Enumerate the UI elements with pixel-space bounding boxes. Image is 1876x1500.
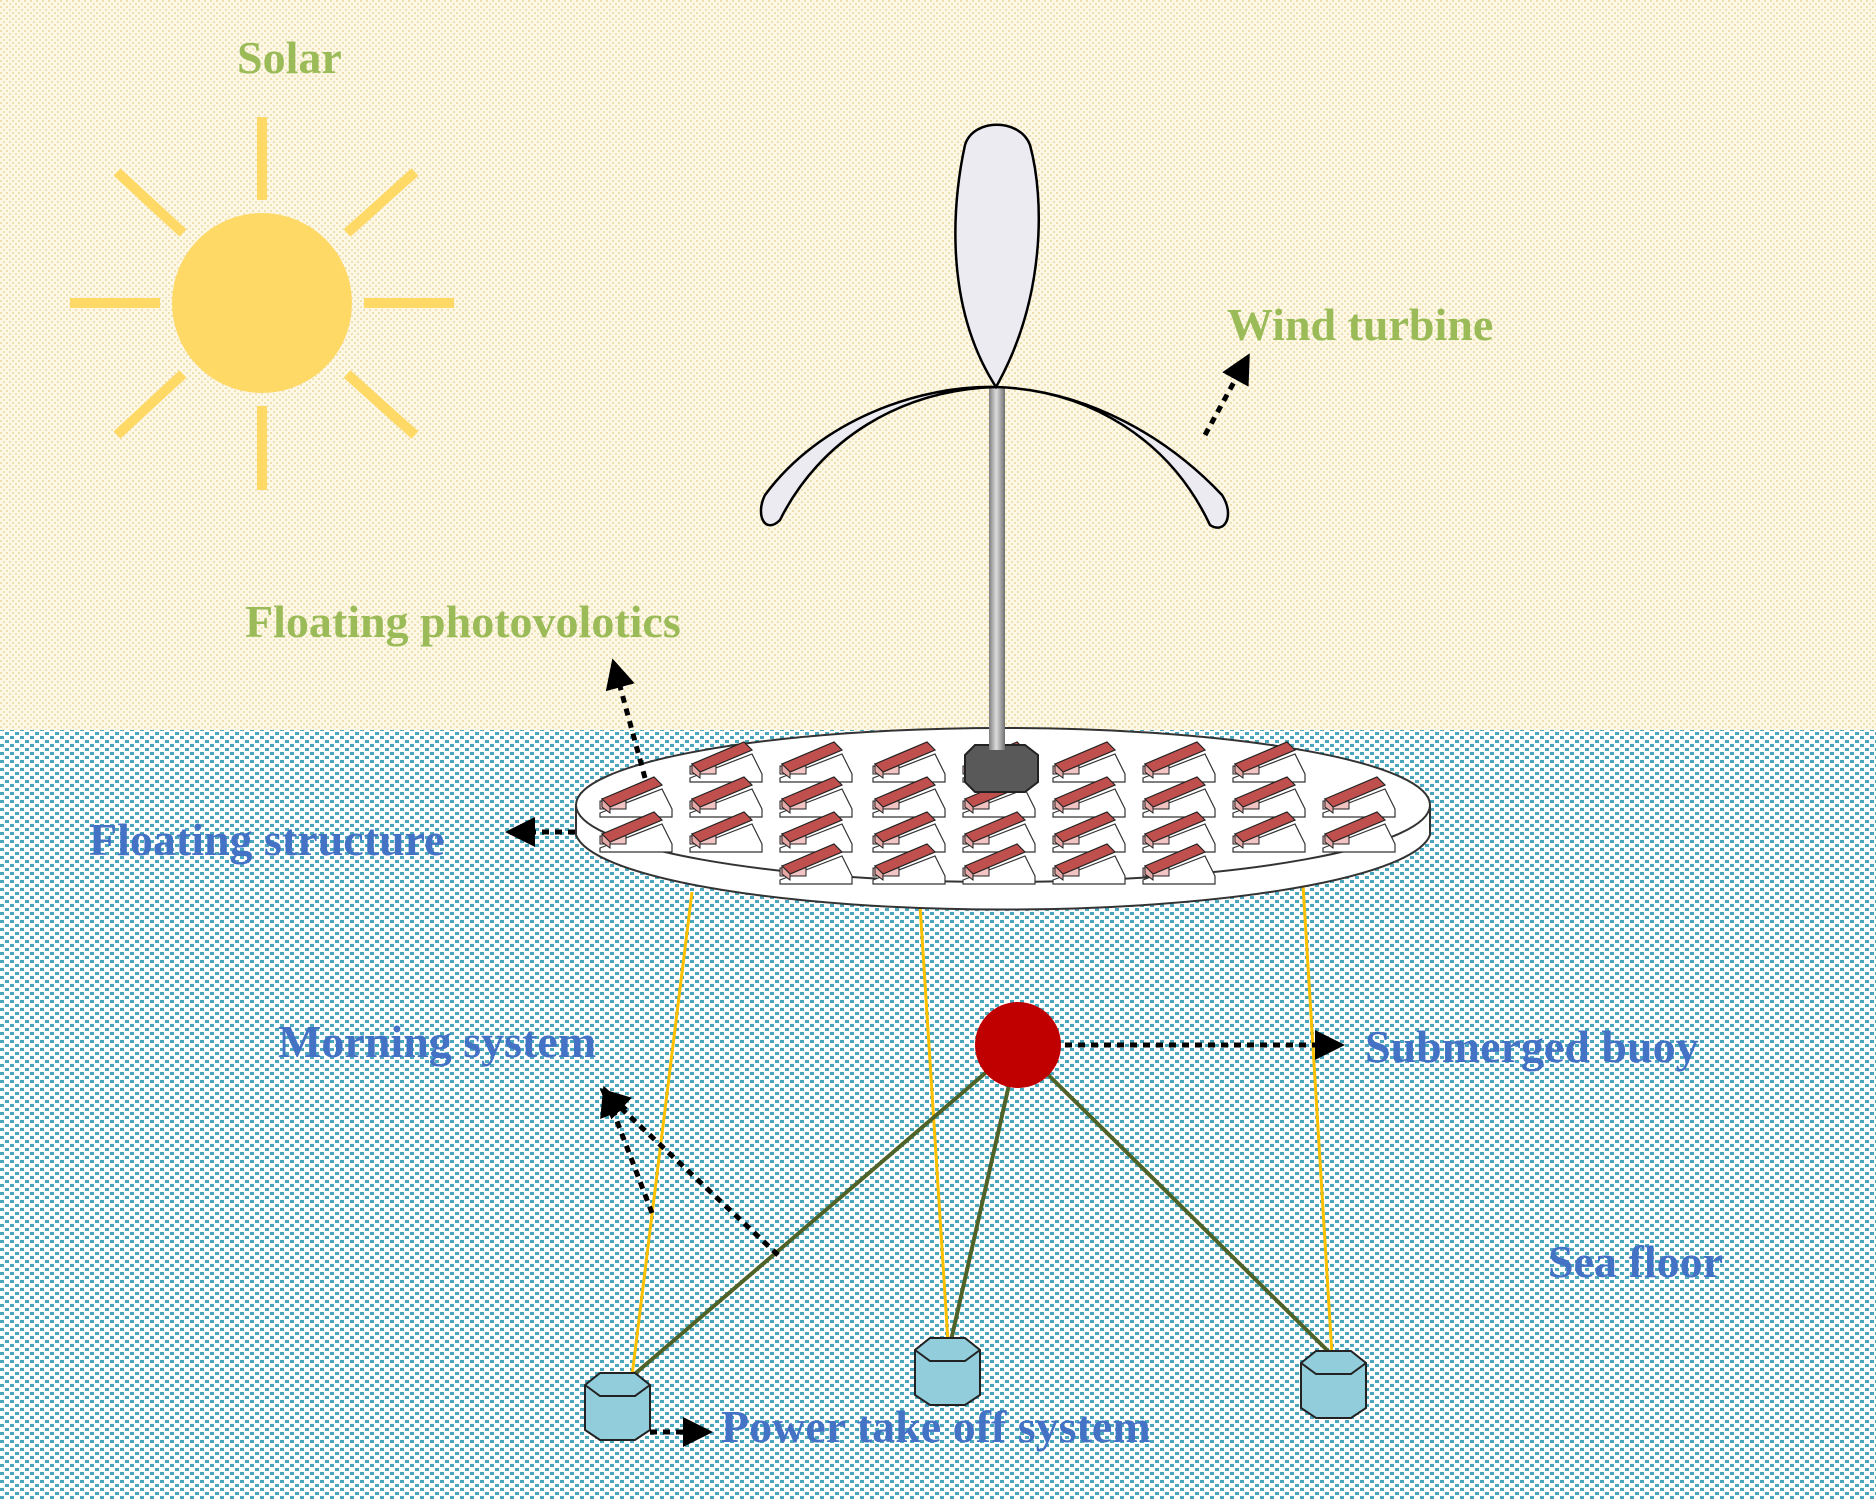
pv-panel [872,741,946,783]
pv-panel [872,776,946,818]
buoy-tethers [628,1043,1334,1380]
anchor-right [1300,1350,1367,1419]
anchor-left [584,1372,651,1441]
pv-panel [1052,776,1126,818]
label-submerged-buoy: Submerged buoy [1365,1021,1699,1072]
pv-panel [1232,776,1306,818]
pv-panel [599,811,673,853]
pv-panel [779,741,853,783]
pv-panel [1232,741,1306,783]
pv-panel [1142,843,1216,885]
label-wind-turbine: Wind turbine [1227,299,1493,350]
pv-panel [1322,811,1396,853]
pv-panel [599,776,673,818]
label-floating-structure: Floating structure [89,814,445,865]
label-mooring-system: Morning system [278,1016,596,1067]
label-sea-floor: Sea floor [1548,1236,1723,1287]
arrow-mooring-2 [599,1088,780,1257]
annotation-arrows [505,353,1345,1447]
sun-icon [70,117,454,490]
label-floating-pv: Floating photovolotics [245,596,681,647]
submerged-buoy [975,1002,1061,1088]
pv-panel [1142,741,1216,783]
wind-turbine-icon [759,123,1230,793]
pv-panel [1322,776,1396,818]
pv-panel [1232,811,1306,853]
pv-panel [689,776,763,818]
label-solar: Solar [237,32,342,83]
mooring-lines [628,884,1334,1393]
label-pto-system: Power take off system [721,1401,1151,1452]
anchor-middle [914,1337,981,1406]
pv-panel [689,741,763,783]
pv-panel [1142,776,1216,818]
arrow-floating-pv [605,658,648,779]
pv-panel [962,843,1036,885]
pv-panel [872,843,946,885]
arrow-wind-turbine [1202,353,1250,437]
pv-panel [779,843,853,885]
pv-panel [1052,741,1126,783]
pv-panel [689,811,763,853]
pv-panel [779,776,853,818]
pv-panel [1052,843,1126,885]
